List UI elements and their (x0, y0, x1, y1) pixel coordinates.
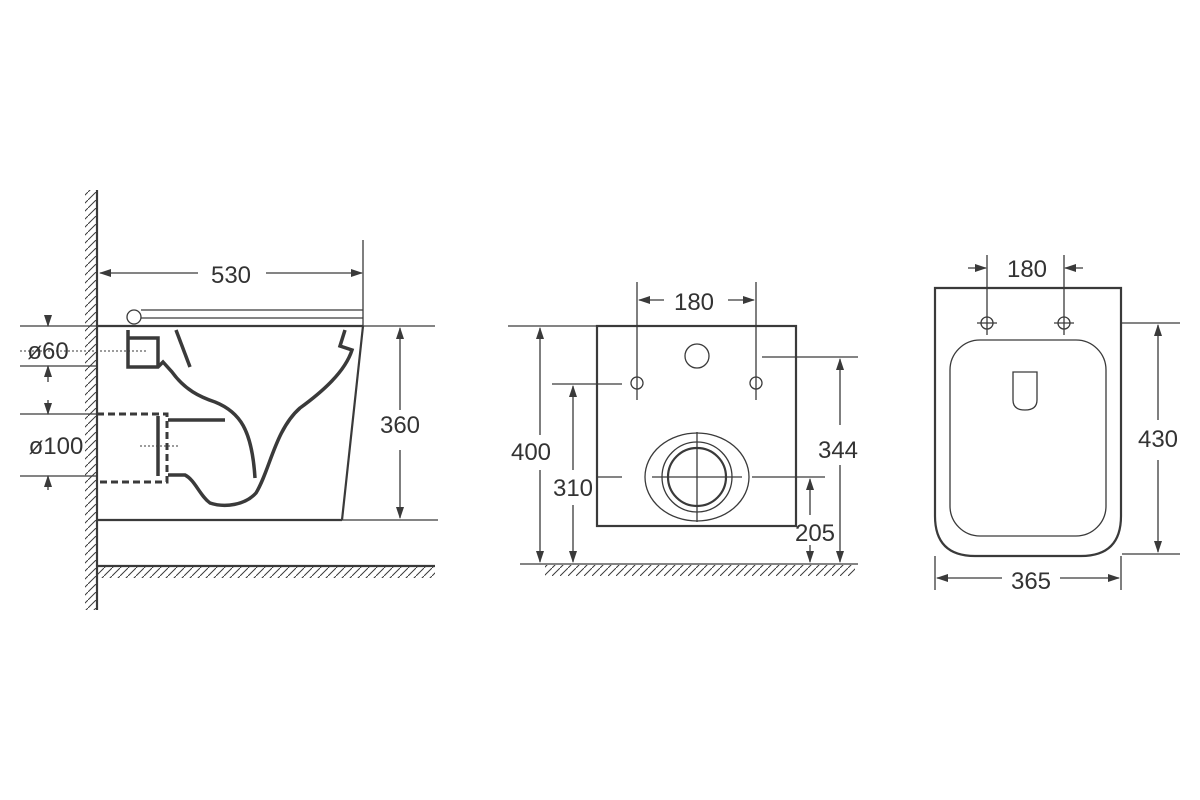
bolt-hole (749, 376, 763, 390)
outlet-diameter-label: ø100 (29, 433, 84, 460)
outlet-pipe (97, 412, 169, 484)
side-width-label: 530 (211, 262, 251, 289)
bolt-hole (630, 376, 644, 390)
rear-outline (595, 324, 798, 528)
seat (126, 309, 364, 326)
top-hole-spacing-label: 180 (1007, 256, 1047, 283)
flush-outlet (1012, 371, 1038, 411)
bowl-outline (340, 325, 365, 521)
floor-hatch (97, 567, 435, 578)
rear-inlet-height-label: 344 (818, 437, 858, 464)
side-view: 530 360 ø60 ø100 (20, 190, 438, 610)
bowl-outline-top (933, 286, 1123, 558)
inlet-hole (684, 343, 710, 369)
rear-outlet-height-label: 205 (795, 520, 835, 547)
rear-hole-spacing-label: 180 (674, 289, 714, 316)
bowl-opening (949, 339, 1107, 537)
rear-view: 180 400 310 344 205 (508, 282, 858, 576)
trap-upper (126, 330, 257, 479)
rear-total-height-label: 400 (511, 439, 551, 466)
rear-bolt-height-label: 310 (553, 475, 593, 502)
top-width-label: 365 (1011, 568, 1051, 595)
wall-hatch (85, 190, 97, 610)
top-view: 180 430 365 (933, 255, 1180, 595)
side-height-label: 360 (380, 412, 420, 439)
inlet-diameter-label: ø60 (27, 338, 68, 365)
trap-lower (168, 329, 355, 507)
top-length-label: 430 (1138, 426, 1178, 453)
